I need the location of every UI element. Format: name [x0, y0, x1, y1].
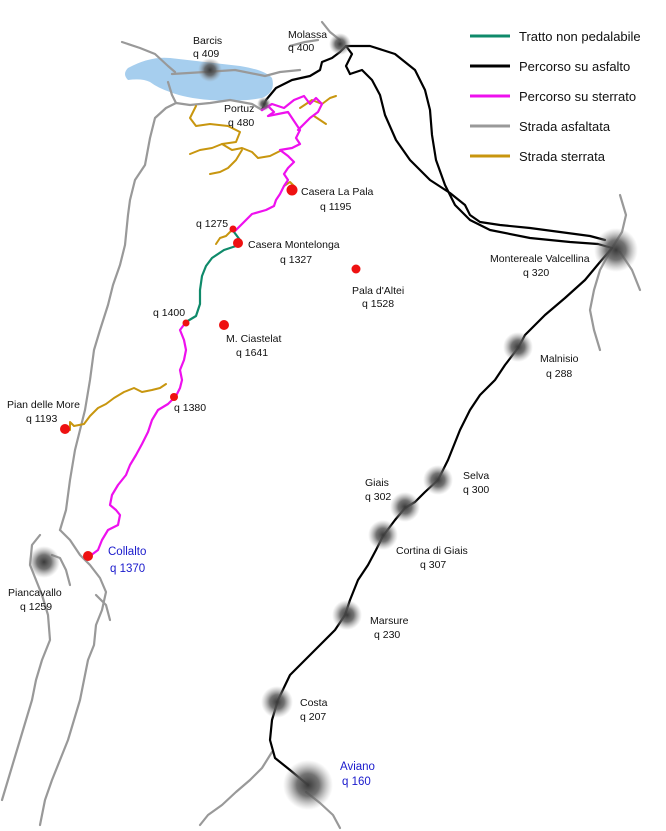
label-barcis-name: Barcis [193, 35, 222, 47]
town-portuz [257, 97, 271, 111]
label-barcis-alt: q 409 [193, 48, 219, 60]
legend: Tratto non pedalabile Percorso su asfalt… [470, 29, 641, 164]
legend-item-strada-asfaltata: Strada asfaltata [470, 119, 611, 134]
town-aviano [283, 760, 333, 810]
legend-label-non-pedalabile: Tratto non pedalabile [519, 29, 641, 44]
town-marsure [332, 600, 362, 630]
point-casera-montelonga [233, 238, 243, 248]
point-q1275 [229, 225, 237, 233]
label-cortina-name: Cortina di Giais [396, 545, 468, 557]
label-piancavallo-name: Piancavallo [8, 587, 62, 599]
label-q1400: q 1400 [153, 307, 185, 319]
town-selva [423, 465, 453, 495]
legend-item-asfalto: Percorso su asfalto [470, 59, 630, 74]
label-costa-name: Costa [300, 697, 328, 709]
point-q1380 [170, 393, 178, 401]
lake-barcis [125, 57, 273, 101]
label-malnisio-name: Malnisio [540, 353, 579, 365]
label-giais-name: Giais [365, 477, 389, 489]
label-pian-delle-more-alt: q 1193 [26, 413, 57, 425]
non-pedalabile-route [184, 230, 242, 324]
label-molassa-name: Molassa [288, 29, 327, 41]
label-giais-alt: q 302 [365, 491, 391, 503]
point-collalto [83, 551, 93, 561]
point-q1400 [182, 319, 190, 327]
label-casera-la-pala-name: Casera La Pala [301, 186, 374, 198]
waypoints [60, 184, 361, 561]
legend-label-strada-sterrata: Strada sterrata [519, 149, 606, 164]
label-cortina-alt: q 307 [420, 559, 446, 571]
label-costa-alt: q 207 [300, 711, 326, 723]
town-molassa [329, 33, 351, 55]
point-pian-delle-more [60, 424, 70, 434]
label-marsure-alt: q 230 [374, 629, 400, 641]
town-montereale [594, 228, 638, 272]
legend-label-sterrato: Percorso su sterrato [519, 89, 636, 104]
label-m-ciastelat-name: M. Ciastelat [226, 333, 282, 345]
point-m-ciastelat [219, 320, 229, 330]
point-pala-daltei [351, 264, 361, 274]
label-m-ciastelat-alt: q 1641 [236, 347, 268, 359]
label-casera-montelonga-alt: q 1327 [280, 254, 312, 266]
town-giais [390, 492, 420, 522]
label-pian-delle-more-name: Pian delle More [7, 399, 80, 411]
label-montereale-alt: q 320 [523, 267, 549, 279]
label-portuz-name: Portuz [224, 103, 254, 115]
sterrato-route [88, 94, 324, 558]
label-collalto-name: Collalto [108, 546, 146, 558]
label-casera-montelonga-name: Casera Montelonga [248, 239, 340, 251]
label-q1380: q 1380 [174, 402, 206, 414]
town-cortina [368, 520, 398, 550]
place-labels: Barcis q 409 Molassa q 400 Portuz q 480 … [7, 29, 590, 788]
town-malnisio [503, 332, 533, 362]
label-q1275: q 1275 [196, 218, 228, 230]
legend-label-asfalto: Percorso su asfalto [519, 59, 630, 74]
point-casera-la-pala [286, 184, 298, 196]
legend-item-sterrato: Percorso su sterrato [470, 89, 636, 104]
label-montereale-name: Montereale Valcellina [490, 253, 590, 265]
label-malnisio-alt: q 288 [546, 368, 572, 380]
town-costa [261, 686, 293, 718]
legend-item-non-pedalabile: Tratto non pedalabile [470, 29, 641, 44]
town-piancavallo [28, 546, 60, 578]
label-selva-alt: q 300 [463, 484, 489, 496]
legend-item-strada-sterrata: Strada sterrata [470, 149, 606, 164]
label-aviano-name: Aviano [340, 761, 375, 773]
label-pala-daltei-name: Pala d'Altei [352, 285, 404, 297]
town-barcis [198, 58, 222, 82]
town-markers [28, 33, 638, 810]
label-marsure-name: Marsure [370, 615, 409, 627]
label-molassa-alt: q 400 [288, 42, 314, 54]
label-piancavallo-alt: q 1259 [20, 601, 52, 613]
label-aviano-alt: q 160 [342, 776, 371, 788]
label-pala-daltei-alt: q 1528 [362, 298, 394, 310]
legend-label-strada-asfaltata: Strada asfaltata [519, 119, 611, 134]
label-portuz-alt: q 480 [228, 117, 254, 129]
label-selva-name: Selva [463, 470, 489, 482]
label-casera-la-pala-alt: q 1195 [320, 201, 351, 213]
label-collalto-alt: q 1370 [110, 563, 145, 575]
